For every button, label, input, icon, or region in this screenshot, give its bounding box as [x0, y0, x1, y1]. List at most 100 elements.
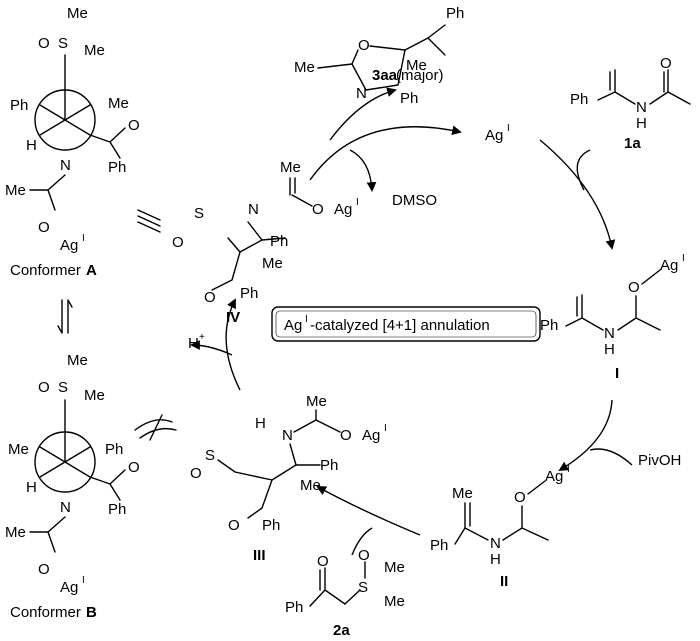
intII-n: N [490, 535, 501, 552]
substrate-1a: Ph N H O 1a [570, 55, 691, 152]
intI-h: H [604, 341, 615, 358]
confA-ag: Ag [60, 237, 78, 254]
sub2a-id: 2a [333, 622, 350, 639]
intII-o: O [514, 489, 526, 506]
intIII-id: III [253, 547, 266, 564]
sub2a-ph: Ph [285, 599, 303, 616]
confB-id: B [86, 604, 97, 621]
intermediate-IV: Me N O Ag I S O Ph Me O Ph IV [172, 159, 359, 326]
sub1a-n: N [636, 99, 647, 116]
pivoh-label: PivOH [638, 452, 681, 469]
confA-me2: Me [108, 95, 129, 112]
sub2a-me2: Me [384, 593, 405, 610]
product-o-ring: O [358, 37, 370, 54]
intIII-sup: I [384, 423, 387, 434]
dmso-label: DMSO [392, 192, 437, 209]
intIV-n: N [248, 201, 259, 218]
product-n-ring: N [356, 85, 367, 102]
confA-o2: O [128, 117, 140, 134]
intI-sup: I [682, 253, 685, 264]
confB-s: S [58, 379, 68, 396]
product-3aa: Ph O Me N Me Ph 3aa (major) [294, 5, 464, 107]
equivalence-symbol [137, 209, 161, 233]
product-me1: Me [294, 59, 315, 76]
intII-h: H [490, 551, 501, 568]
intermediate-II: Me Ph N H O Ag I II [430, 464, 570, 590]
confA-sup: I [82, 233, 85, 244]
confB-ag: Ag [60, 579, 78, 596]
confA-o3: O [38, 219, 50, 236]
intIII-n: N [282, 427, 293, 444]
intIII-o2: O [190, 465, 202, 482]
intI-ag: Ag [660, 257, 678, 274]
confA-s: S [58, 35, 68, 52]
confA-o: O [38, 35, 50, 52]
sub1a-h: H [636, 115, 647, 132]
product-ph2: Ph [400, 90, 418, 107]
conformer-A: Me S O Me Ph Me H N O Ph Me O Ag I Confo… [5, 5, 140, 279]
intIV-ph: Ph [270, 233, 288, 250]
intIII-ph: Ph [320, 457, 338, 474]
intI-id: I [615, 365, 619, 382]
product-note: (major) [396, 67, 444, 84]
confA-me3: Me [5, 182, 26, 199]
sub1a-ph: Ph [570, 91, 588, 108]
confA-me: Me [67, 5, 88, 22]
confA-n: N [60, 157, 71, 174]
intIII-o: O [340, 427, 352, 444]
confB-ph2: Ph [108, 501, 126, 518]
confB-o2: O [128, 459, 140, 476]
intIII-s: S [205, 447, 215, 464]
intI-o: O [628, 279, 640, 296]
intIII-me2: Me [300, 477, 321, 494]
confB-o3: O [38, 561, 50, 578]
hplus-label: H [188, 335, 199, 352]
confA-ph: Ph [10, 97, 28, 114]
intIII-me: Me [306, 393, 327, 410]
intI-n: N [604, 325, 615, 342]
confB-ph: Ph [105, 441, 123, 458]
ag-top: Ag [485, 127, 503, 144]
confB-me2: Me [8, 441, 29, 458]
intIV-me2: Me [262, 255, 283, 272]
confB-me: Me [67, 352, 88, 369]
intIV-me: Me [280, 159, 301, 176]
confA-h: H [26, 137, 37, 154]
intIV-o: O [312, 201, 324, 218]
substrate-2a: Ph O S O Me Me 2a [285, 547, 405, 639]
center-box-ag: Ag [284, 317, 302, 334]
confB-h: H [26, 479, 37, 496]
intIV-o3: O [204, 289, 216, 306]
confA-me-s: Me [84, 42, 105, 59]
conformer-B: Me S O Me Me Ph H N O Ph Me O Ag I Confo… [5, 352, 140, 621]
intII-me: Me [452, 485, 473, 502]
intIII-ag: Ag [362, 427, 380, 444]
center-box: Ag I -catalyzed [4+1] annulation [271, 306, 541, 342]
intIV-o2: O [172, 234, 184, 251]
center-box-rest: -catalyzed [4+1] annulation [310, 317, 490, 334]
sub2a-o2: O [358, 547, 370, 564]
sub1a-o: O [660, 55, 672, 72]
intermediate-I: Ph N H O Ag I I [540, 253, 685, 382]
sub2a-o1: O [317, 553, 329, 570]
confB-o: O [38, 379, 50, 396]
confB-n: N [60, 499, 71, 516]
intII-ph: Ph [430, 537, 448, 554]
product-ph: Ph [446, 5, 464, 22]
intIII-o3: O [228, 517, 240, 534]
sub2a-s: S [358, 579, 368, 596]
ag-top-sup: I [507, 123, 510, 134]
product-me2: Me [406, 57, 427, 74]
intIII-ph2: Ph [262, 517, 280, 534]
intIV-sup: I [356, 197, 359, 208]
confA-label: Conformer [10, 262, 81, 279]
confA-ph2: Ph [108, 159, 126, 176]
intIV-ph2: Ph [240, 285, 258, 302]
confA-id: A [86, 262, 97, 279]
ag-catalyst: Ag I [485, 123, 510, 144]
confB-sup: I [82, 575, 85, 586]
center-box-sup: I [305, 314, 308, 325]
product-id: 3aa [372, 67, 398, 84]
sub2a-me1: Me [384, 559, 405, 576]
